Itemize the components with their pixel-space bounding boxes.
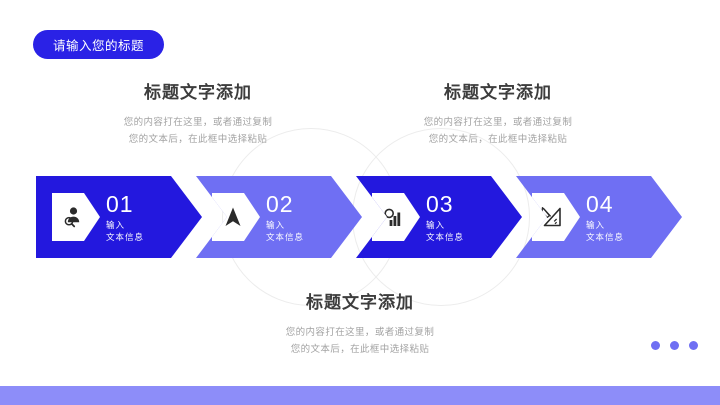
step-line-1: 输入: [106, 220, 126, 230]
heading-body-line-2: 您的文本后，在此框中选择粘贴: [428, 134, 568, 145]
process-step-4[interactable]: 04 输入 文本信息: [516, 176, 682, 258]
step-line-1: 输入: [586, 220, 606, 230]
heading-block-bottom: 标题文字添加 您的内容打在这里，或者通过复制 您的文本后，在此框中选择粘贴: [242, 288, 478, 358]
slide-title-text: 请输入您的标题: [53, 39, 145, 53]
process-step-text: 01 输入 文本信息: [106, 193, 144, 241]
dot-2: [670, 341, 679, 350]
user-search-icon: [52, 193, 100, 241]
step-line-1: 输入: [426, 220, 446, 230]
step-line-2: 文本信息: [106, 231, 145, 242]
heading-body-line-1: 您的内容打在这里，或者通过复制: [123, 117, 273, 128]
dot-1: [651, 341, 660, 350]
bar-chart-search-icon: [372, 193, 420, 241]
process-step-3[interactable]: 03 输入 文本信息: [356, 176, 522, 258]
process-step-text: 04 输入 文本信息: [586, 193, 624, 241]
step-number: 04: [586, 191, 614, 217]
step-line-2: 文本信息: [266, 231, 305, 242]
step-line-2: 文本信息: [586, 231, 625, 242]
heading-title: 标题文字添加: [144, 83, 252, 102]
process-step-1[interactable]: 01 输入 文本信息: [36, 176, 202, 258]
footer-bar: [0, 386, 720, 405]
step-line-1: 输入: [266, 220, 286, 230]
process-step-2[interactable]: 02 输入 文本信息: [196, 176, 362, 258]
process-step-text: 03 输入 文本信息: [426, 193, 464, 241]
step-line-2: 文本信息: [426, 231, 465, 242]
heading-block-top-left: 标题文字添加 您的内容打在这里，或者通过复制 您的文本后，在此框中选择粘贴: [92, 78, 304, 148]
heading-body-line-2: 您的文本后，在此框中选择粘贴: [290, 344, 430, 355]
step-number: 01: [106, 191, 134, 217]
navigation-arrow-icon: [212, 193, 260, 241]
heading-body-line-1: 您的内容打在这里，或者通过复制: [423, 117, 573, 128]
heading-block-top-right: 标题文字添加 您的内容打在这里，或者通过复制 您的文本后，在此框中选择粘贴: [392, 78, 604, 148]
heading-title: 标题文字添加: [444, 83, 552, 102]
heading-body-line-1: 您的内容打在这里，或者通过复制: [285, 327, 435, 338]
decorative-dots: [651, 341, 698, 350]
process-step-text: 02 输入 文本信息: [266, 193, 304, 241]
slide-title-pill[interactable]: 请输入您的标题: [33, 30, 165, 59]
heading-body-line-2: 您的文本后，在此框中选择粘贴: [128, 134, 268, 145]
step-number: 02: [266, 191, 294, 217]
step-number: 03: [426, 191, 454, 217]
process-step-row: 01 输入 文本信息 02 输入 文本信息: [0, 176, 720, 258]
heading-title: 标题文字添加: [306, 293, 414, 312]
dot-3: [689, 341, 698, 350]
ruler-pencil-icon: [532, 193, 580, 241]
